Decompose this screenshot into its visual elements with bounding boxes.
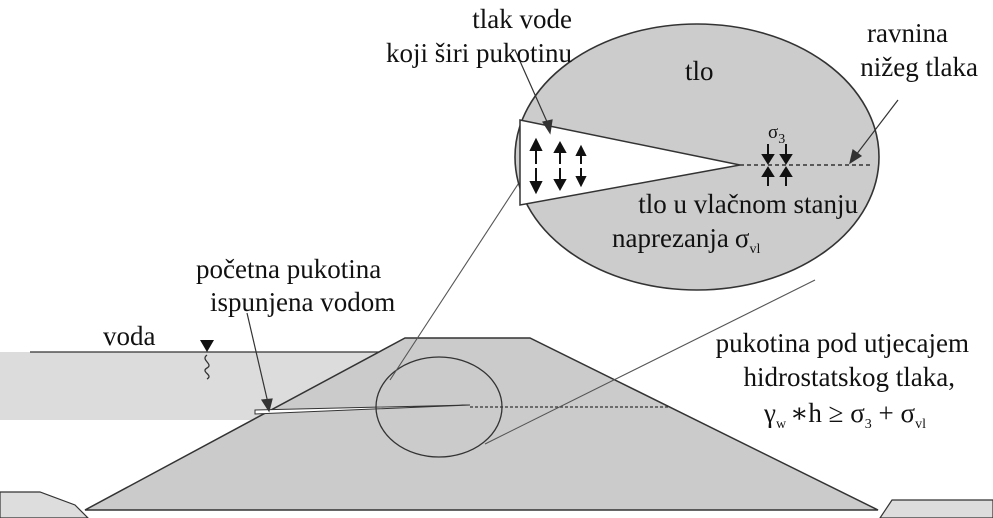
crack-wedge [519, 119, 741, 206]
zoom-circle [375, 356, 503, 458]
label-soil: tlo [685, 56, 714, 86]
label-initial-crack-1: početna pukotina [196, 254, 381, 284]
label-water: voda [103, 321, 156, 351]
water-level-symbol [200, 340, 214, 352]
label-hydro-2: hidrostatskog tlaka, [744, 362, 955, 392]
label-crack-pressure-1: tlak vode [472, 4, 572, 34]
embankment [84, 337, 879, 511]
label-equation: γw∗h ≥ σ3 + σvl [763, 398, 926, 432]
label-sigma3: σ3 [768, 122, 785, 147]
label-crack-pressure-2: koji širi pukotinu [386, 38, 573, 68]
label-lower-plane-2: nižeg tlaka [860, 52, 978, 82]
zoom-line-right [484, 279, 816, 445]
label-hydro-1: pukotina pod utjecajem [716, 328, 969, 358]
label-initial-crack-2: ispunjena vodom [210, 287, 395, 317]
sigma3-arrows [761, 144, 793, 186]
water-pressure-arrows [529, 137, 587, 195]
ground-surface-right [879, 499, 993, 518]
initial-crack [254, 404, 471, 415]
ground-surface [0, 491, 89, 518]
label-lower-plane-1: ravnina [867, 18, 948, 48]
label-tension-1: tlo u vlačnom stanju [638, 189, 858, 219]
leader-lines [246, 49, 899, 413]
water-level-wave [204, 354, 210, 380]
